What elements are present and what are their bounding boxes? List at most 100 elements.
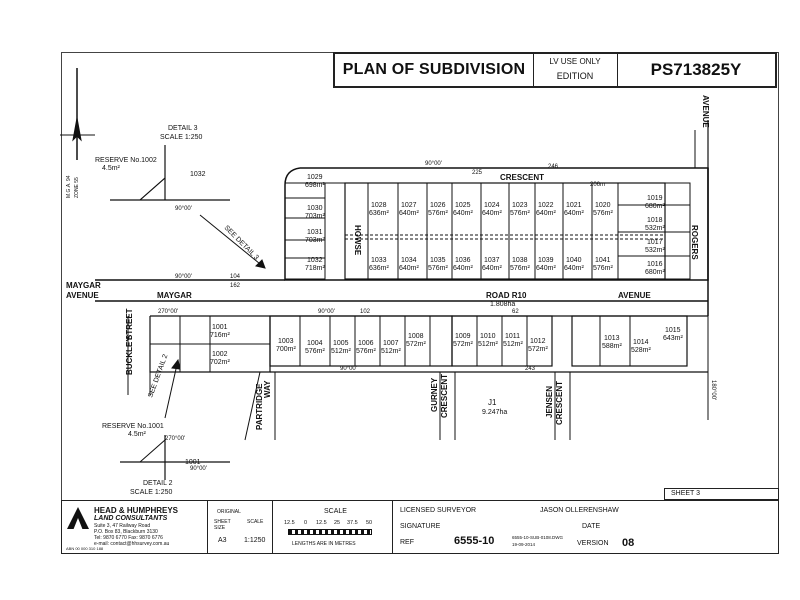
scale-value: 1:1250 — [244, 537, 266, 544]
street-maygar-2: MAYGAR — [157, 291, 192, 300]
lot-number: 1029 — [307, 174, 323, 181]
lot-number: 1014 — [633, 339, 649, 346]
scale-tick-3: 12.5 — [316, 520, 327, 526]
sheet-size-label: SHEET SIZE — [214, 519, 231, 531]
lot-area: 576m² — [428, 265, 449, 272]
lot-area: 702m² — [210, 359, 231, 366]
lot-number: 1035 — [430, 257, 446, 264]
scale-tick-6: 50 — [366, 520, 373, 526]
divider-2 — [272, 501, 273, 553]
lv-use-box: LV USE ONLY EDITION — [533, 54, 618, 86]
lot-number: 1001 — [212, 324, 228, 331]
dim-270-detail2: 270°00' — [165, 436, 185, 442]
dim-62: 62 — [512, 309, 519, 315]
company-sub: LAND CONSULTANTS — [94, 515, 168, 522]
lot-area: 698m² — [305, 182, 326, 189]
lot-number: 1008 — [408, 333, 424, 340]
lot-area: 576m² — [593, 265, 614, 272]
lot-area: 640m² — [564, 210, 585, 217]
scale-tick-4: 25 — [334, 520, 341, 526]
lot-number: 1016 — [647, 261, 663, 268]
scale-tick-5: 37.5 — [347, 520, 358, 526]
lot-area: 572m² — [453, 341, 474, 348]
street-gurney-crescent: CRESCENT — [440, 374, 449, 418]
dim-243: 243 — [525, 366, 536, 372]
lot-area: 512m² — [478, 341, 499, 348]
street-gurney: GURNEY — [430, 377, 439, 412]
lot-number: 1032 — [307, 257, 323, 264]
street-rogers: ROGERS — [690, 225, 699, 260]
lot-number: 1015 — [665, 327, 681, 334]
lv-use-label: LV USE ONLY — [549, 57, 601, 66]
signature-label: SIGNATURE — [400, 523, 441, 530]
lot-number: 1036 — [455, 257, 471, 264]
lot-area: 640m² — [453, 265, 474, 272]
lot-number: 1025 — [455, 202, 471, 209]
lot-number: 1031 — [307, 229, 323, 236]
company-name: HEAD & HUMPHREYS — [94, 506, 179, 515]
address-line2: P.O. Box 83, Blackburn 3130 — [94, 529, 158, 535]
lot-area: 512m² — [331, 348, 352, 355]
company-abn: ABN 00 000 310 188 — [66, 546, 104, 551]
lot-area: 528m² — [631, 347, 652, 354]
north-arrow-icon — [60, 68, 95, 160]
version-label: VERSION — [577, 540, 609, 547]
detail2-scale: SCALE 1:250 — [130, 489, 173, 496]
street-crescent: CRESCENT — [500, 173, 544, 182]
lot-number: 1030 — [307, 205, 323, 212]
lot-number: 1022 — [538, 202, 554, 209]
lot-number: 1038 — [512, 257, 528, 264]
edition-label: EDITION — [556, 71, 594, 81]
lot-area: 700m² — [276, 346, 297, 353]
lot-area: 576m² — [305, 348, 326, 355]
north-mga: M.G.A. 94 — [66, 175, 72, 198]
dim-102: 102 — [360, 309, 371, 315]
company-logo — [67, 507, 89, 529]
dim-bearing-detail3: 90°00' — [175, 206, 192, 212]
lot-area: 576m² — [510, 265, 531, 272]
dim-bearing-top: 90°00' — [425, 161, 442, 167]
sheet-size-value: A3 — [218, 537, 227, 544]
lot-number: 1011 — [505, 333, 520, 340]
lot-number: 1004 — [307, 340, 323, 347]
detail3-title: DETAIL 3 — [168, 125, 198, 132]
lot-area: 512m² — [381, 348, 402, 355]
dwg-date: 19-09-2014 — [512, 542, 536, 547]
dim-246: 246 — [548, 164, 559, 170]
lot-number: 1034 — [401, 257, 417, 264]
lot-area: 640m² — [536, 210, 557, 217]
street-road-r10: ROAD R10 — [486, 291, 527, 300]
lot-area: 680m² — [645, 269, 666, 276]
detail3-scale: SCALE 1:250 — [160, 134, 203, 141]
detail3-lot-1032: 1032 — [190, 171, 206, 178]
lot-area: 532m² — [645, 247, 666, 254]
dim-bearing-detail2: 90°00' — [190, 466, 207, 472]
lot-area: 703m² — [305, 213, 326, 220]
lot-number: 1023 — [512, 202, 528, 209]
plan-title: PLAN OF SUBDIVISION — [335, 54, 534, 86]
see-detail2-label: SEE DETAIL 2 — [147, 353, 169, 398]
lot-area: 532m² — [645, 225, 666, 232]
company-phone: Tel: 9870 6770 Fax: 9870 6776 — [94, 535, 163, 541]
lot-number: 1005 — [333, 340, 349, 347]
reserve1002-label: RESERVE No.1002 — [95, 157, 157, 164]
street-partridge: PARTRIDGE — [255, 383, 264, 430]
street-jensen: JENSEN — [545, 386, 554, 418]
lot-number: 1028 — [371, 202, 387, 209]
lot-area: 640m² — [399, 265, 420, 272]
reserve1002-area: 4.5m² — [102, 165, 121, 172]
dim-162: 162 — [230, 283, 241, 289]
title-block: PLAN OF SUBDIVISION LV USE ONLY EDITION … — [333, 52, 777, 88]
north-zone: ZONE 55 — [74, 177, 80, 198]
lot-area: 680m² — [645, 203, 666, 210]
lot-number: 1007 — [383, 340, 399, 347]
lot-number: 1021 — [566, 202, 582, 209]
lot-area: 640m² — [399, 210, 420, 217]
lot-number: 1002 — [212, 351, 228, 358]
lot-area: 640m² — [482, 265, 503, 272]
see-detail3-label: SEE DETAIL 3 — [223, 224, 260, 261]
lot-number: 1006 — [358, 340, 374, 347]
lot-area: 636m² — [369, 210, 390, 217]
street-street: STREET — [125, 308, 134, 340]
lot-area: 572m² — [528, 346, 549, 353]
